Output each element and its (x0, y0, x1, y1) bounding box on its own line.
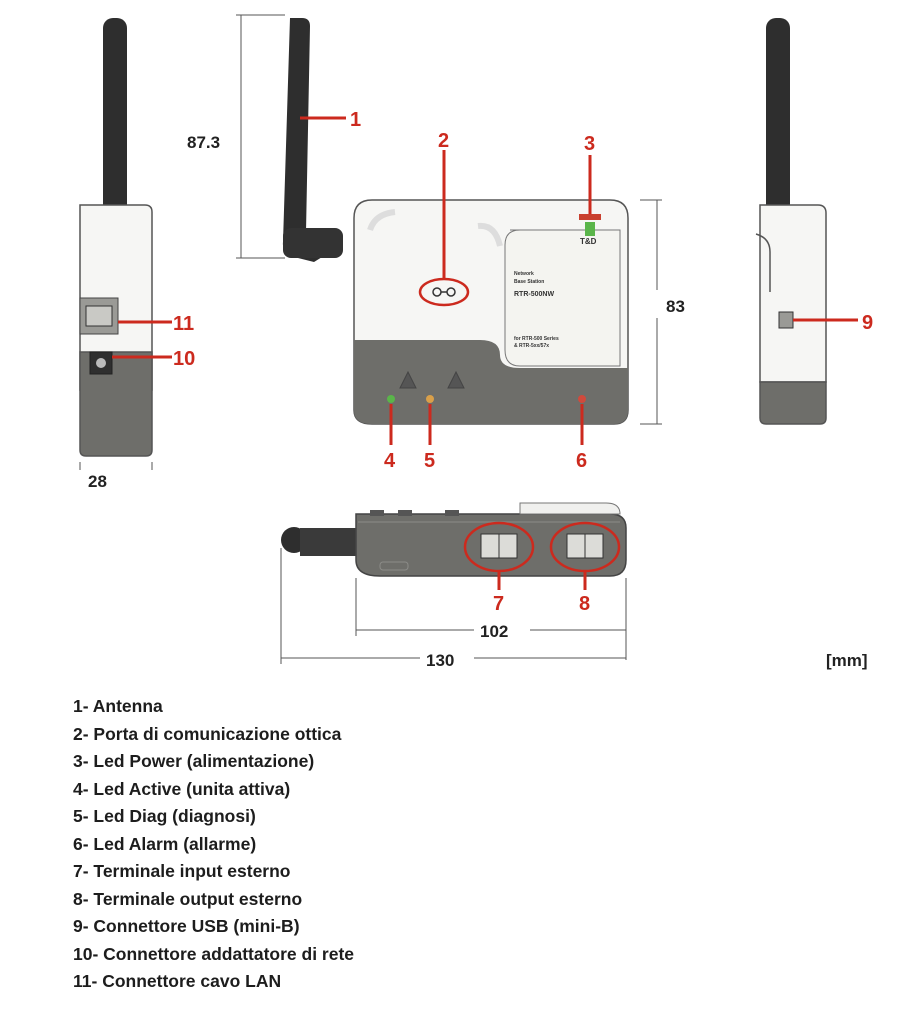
device-label-panel (504, 229, 621, 367)
label-note2: & RTR-5xx/57x (514, 343, 549, 349)
callout-8: 8 (579, 593, 590, 615)
right-view-antenna (766, 18, 790, 224)
usb-port-icon (778, 311, 794, 329)
left-view-antenna (103, 18, 127, 258)
legend-item: 11- Connettore cavo LAN (73, 971, 282, 991)
front-antenna (282, 18, 340, 262)
bottom-view: 7 8 102 130 [mm] (280, 502, 868, 670)
callout-1: 1 (350, 109, 361, 131)
label-line2: Base Station (514, 279, 544, 285)
button-mark-icon (399, 370, 417, 389)
label-model: RTR-500NW (514, 291, 554, 298)
unit-label: [mm] (826, 651, 868, 670)
callout-5: 5 (424, 450, 435, 472)
legend-item: 4- Led Active (unita attiva) (73, 778, 291, 799)
callout-7: 7 (493, 593, 504, 615)
callout-9: 9 (862, 312, 873, 334)
power-led-icon (585, 222, 595, 236)
label-line1: Network (514, 271, 534, 277)
dim-total-length: 130 (426, 651, 454, 670)
right-side-view: 9 (755, 18, 873, 425)
power-jack-pin (96, 358, 106, 368)
callout-3: 3 (584, 133, 595, 155)
antenna-base (283, 228, 343, 258)
legend-item: 1- Antenna (73, 696, 163, 716)
bottom-top-lip (519, 502, 621, 515)
legend-item: 6- Led Alarm (allarme) (73, 833, 257, 854)
diag-led-icon (426, 395, 434, 403)
front-view: 87.3 T&D Network Base Station RTR-500NW … (187, 14, 685, 472)
active-led-icon (387, 395, 395, 403)
dim-side-depth: 28 (88, 472, 107, 491)
lan-port-socket (85, 305, 113, 327)
dim-body-height: 83 (666, 297, 685, 316)
left-view-body-bottom (79, 351, 153, 457)
legend-item: 3- Led Power (alimentazione) (73, 751, 315, 771)
callout-11: 11 (173, 313, 194, 335)
power-led-housing (579, 214, 601, 220)
label-note1: for RTR-500 Series (514, 336, 559, 342)
alarm-led-icon (578, 395, 586, 403)
callout-4: 4 (384, 450, 396, 472)
callout-6: 6 (576, 450, 587, 472)
legend-item: 10- Connettore addattatore di rete (73, 943, 355, 964)
bottom-antenna (300, 528, 356, 556)
dim-antenna-height: 87.3 (187, 133, 220, 152)
brand-label: T&D (580, 237, 597, 246)
callout-10: 10 (173, 348, 195, 370)
legend-item: 7- Terminale input esterno (73, 861, 291, 881)
legend-list: 1- Antenna 2- Porta di comunicazione ott… (73, 693, 354, 996)
dim-body-length: 102 (480, 622, 508, 641)
legend-item: 8- Terminale output esterno (73, 888, 303, 909)
legend-item: 2- Porta di comunicazione ottica (73, 723, 342, 744)
legend-item: 9- Connettore USB (mini-B) (73, 916, 300, 936)
callout-2: 2 (438, 130, 449, 152)
front-body-lower (354, 340, 628, 424)
right-view-body-bottom (759, 381, 827, 425)
right-view-body-top (759, 204, 827, 383)
left-side-view: 11 10 28 (79, 18, 195, 491)
legend-item: 5- Led Diag (diagnosi) (73, 806, 256, 826)
